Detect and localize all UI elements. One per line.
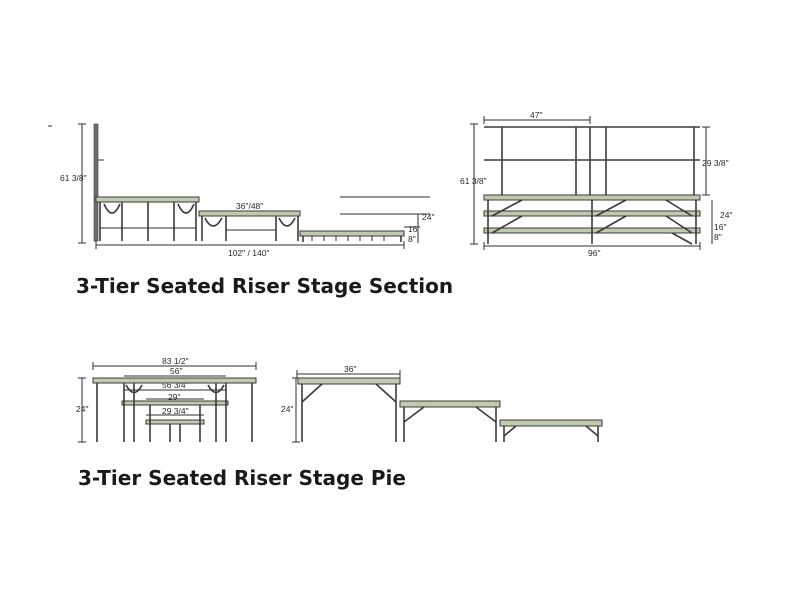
section-side-view: 61 3/8" 36"/48" [48,123,434,258]
section-side-height-label: 61 3/8" [60,173,87,183]
section-side-rise-16: 16" [408,224,420,234]
pie-front-w3: 56 3/4" [162,380,189,390]
section-front-rail-height-label: 29 3/8" [702,158,729,168]
section-front-rise-24: 24" [720,210,732,220]
pie-front-w2: 56" [170,366,182,376]
pie-side-view: 36" 24" [281,364,603,443]
pie-title: 3-Tier Seated Riser Stage Pie [78,466,406,490]
section-front-view: 61 3/8" 47" 29 3/8" 24" [460,110,732,258]
pie-front-height-label: 24" [76,404,88,414]
section-front-rise-16: 16" [714,222,726,232]
section-front-width-label: 96" [588,248,600,258]
pie-front-view: 83 1/2" 56" 56 3/4" 29" 29 3/4" 24" [76,356,257,443]
section-front-rail-label: 47" [530,110,542,120]
section-front-rise-8: 8" [714,232,722,242]
section-title: 3-Tier Seated Riser Stage Section [76,274,453,298]
section-side-rise-24: 24" [422,212,434,222]
pie-front-w4: 29" [168,392,180,402]
tier3-hatch [311,236,385,241]
section-side-width-label: 102" / 140" [228,248,269,258]
pie-front-w1: 83 1/2" [162,356,189,366]
section-side-rise-8: 8" [408,234,416,244]
section-front-height-label: 61 3/8" [460,176,487,186]
section-side-depth-label: 36"/48" [236,201,263,211]
pie-side-depth-label: 36" [344,364,356,374]
pie-front-w5: 29 3/4" [162,406,189,416]
pie-side-height-label: 24" [281,404,293,414]
